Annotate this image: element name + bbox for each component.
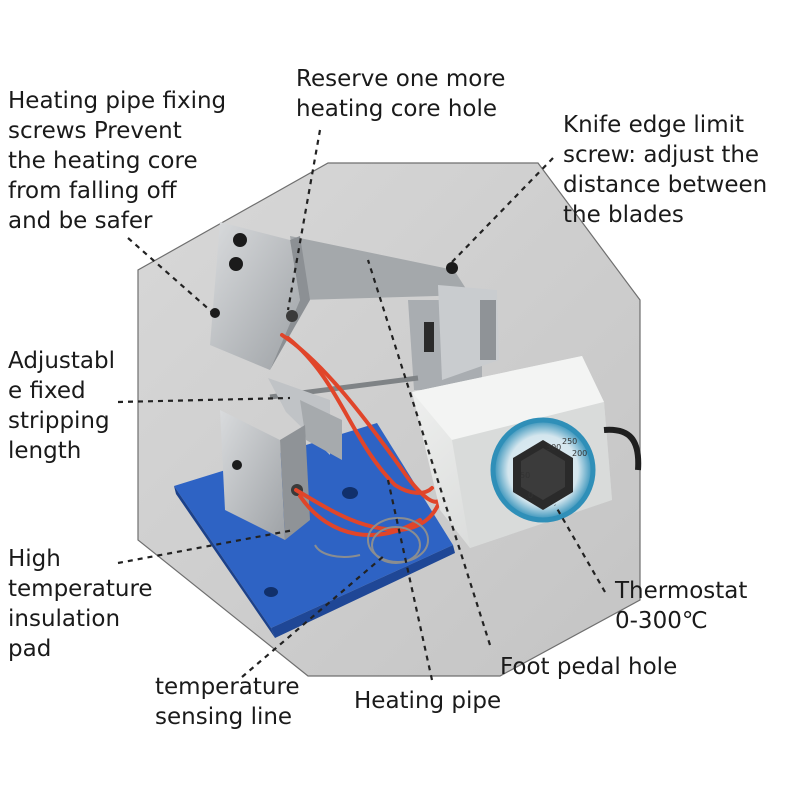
dial-number: 250 [562,437,577,446]
power-cable [603,426,642,471]
heating-wires [280,333,442,538]
screw-icon [446,262,458,274]
thermostat-box: 300 250 200 50 0 [412,356,612,548]
label-insulation-pad: High temperature insulation pad [8,546,153,662]
label-thermostat: Thermostat 0-300℃ [615,578,748,634]
leader-sensing-line [241,554,386,678]
screw-icon [210,308,220,318]
dial-number: 200 [572,449,587,458]
dial-number: 300 [546,443,561,452]
leader-foot-pedal [366,259,492,646]
leader-reserve-hole [286,129,322,311]
label-heating-pipe: Heating pipe [354,688,502,714]
dial-number: 50 [520,471,530,480]
leader-adjustable-length [117,396,291,404]
sensing-coil [314,517,429,564]
label-fixing-screws: Heating pipe fixing screws Prevent the h… [8,88,227,234]
blades [268,378,342,460]
frame-column [290,236,499,390]
label-reserve-hole: Reserve one more heating core hole [296,66,506,122]
upper-blade-block [210,222,458,370]
leader-heating-pipe [386,479,434,681]
screw-icon [233,233,247,247]
lower-blade-block [220,410,310,540]
leader-knife-edge [451,157,554,263]
label-adjustable-length: Adjustabl e fixed stripping length [8,348,115,464]
screw-icon [229,257,243,271]
label-knife-edge: Knife edge limit screw: adjust the dista… [563,112,768,228]
leader-fixing-screws [127,237,213,313]
label-sensing-line: temperature sensing line [155,674,300,730]
label-foot-pedal: Foot pedal hole [500,654,678,680]
leader-thermostat [554,504,606,593]
dial-number: 0 [528,491,533,500]
leader-lines [117,129,606,681]
